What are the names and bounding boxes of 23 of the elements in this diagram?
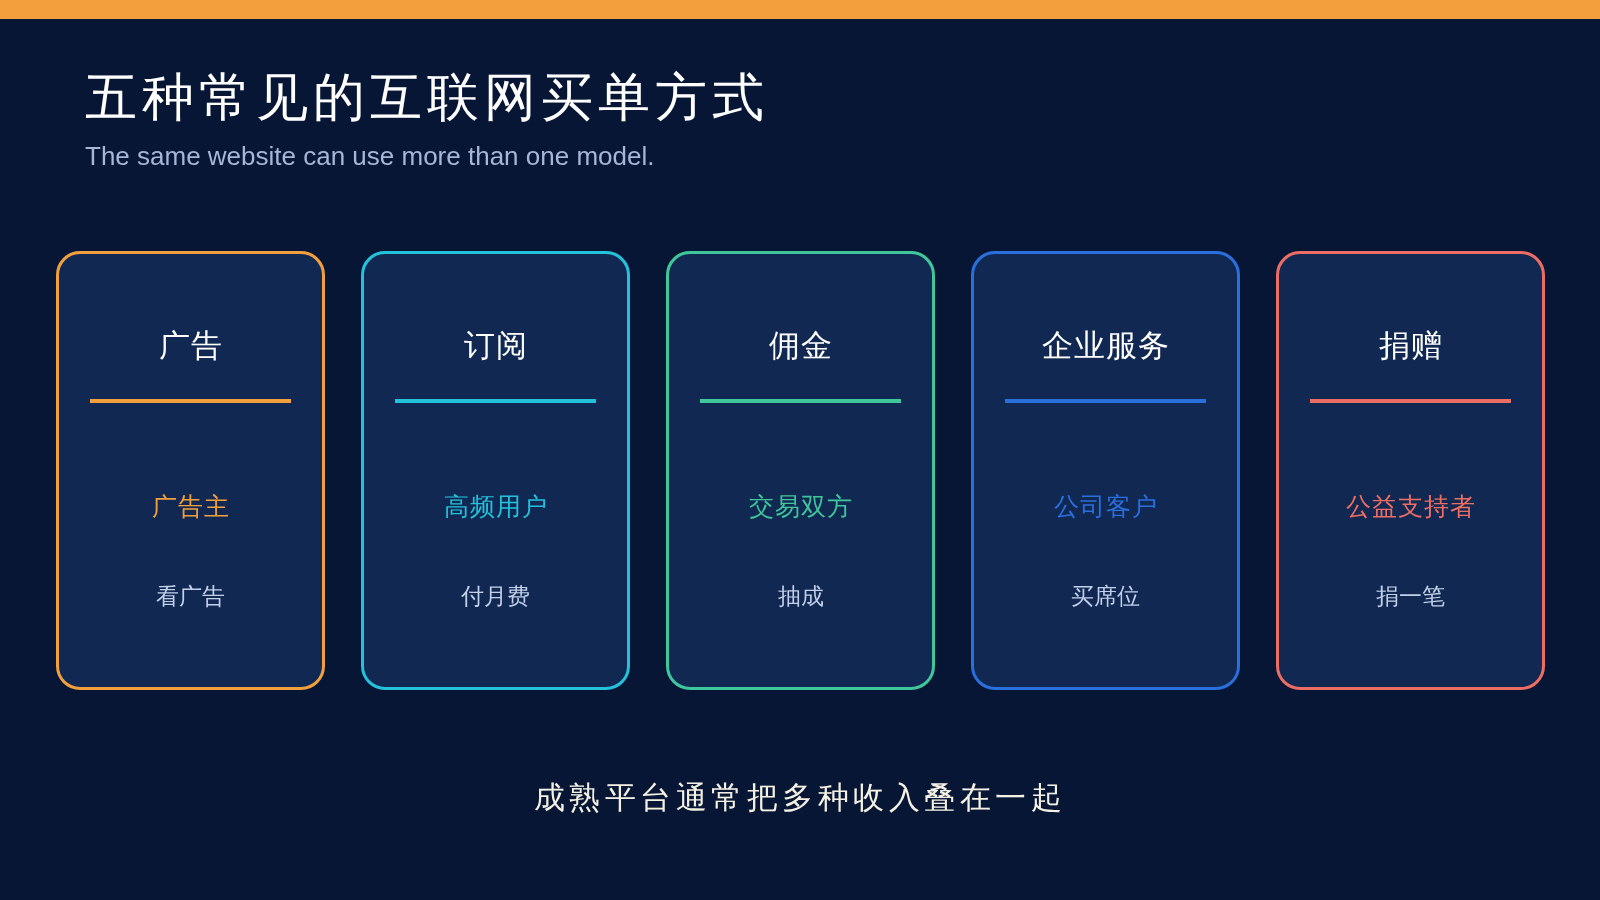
payment-action: 抽成 [777, 582, 824, 611]
payment-action: 付月费 [461, 582, 530, 611]
slide-subtitle: The same website can use more than one model. [85, 140, 655, 172]
payer-label: 公益支持者 [1345, 491, 1476, 523]
card-heading: 订阅 [463, 326, 528, 364]
model-card [666, 251, 935, 690]
payment-action: 看广告 [156, 582, 225, 611]
payer-label: 广告主 [151, 491, 230, 523]
slide-title: 五种常见的互联网买单方式 [85, 66, 769, 128]
model-card [56, 251, 325, 690]
card-heading: 企业服务 [1041, 326, 1170, 364]
payment-action: 捐一笔 [1376, 582, 1445, 611]
payment-action: 买席位 [1071, 582, 1140, 611]
model-card [1276, 251, 1545, 690]
card-heading: 捐赠 [1378, 326, 1443, 364]
payer-label: 高频用户 [443, 491, 548, 523]
slide-caption: 成熟平台通常把多种收入叠在一起 [533, 778, 1067, 816]
model-card [971, 251, 1240, 690]
card-heading: 佣金 [768, 326, 833, 364]
payer-label: 交易双方 [748, 491, 853, 523]
model-card [361, 251, 630, 690]
payer-label: 公司客户 [1053, 491, 1158, 523]
card-heading: 广告 [158, 326, 223, 364]
